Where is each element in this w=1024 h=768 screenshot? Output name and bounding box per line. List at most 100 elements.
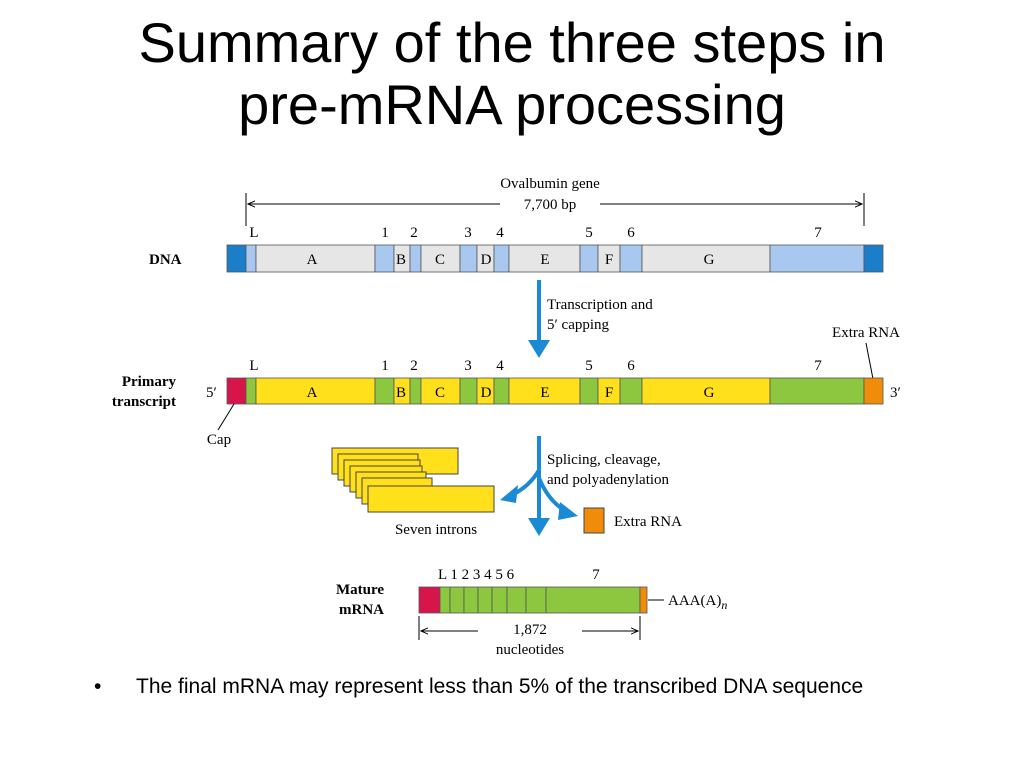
primary-exon-labels: L 1 2 3 4 5 6 7 (249, 358, 822, 374)
bullet-text: The final mRNA may represent less than 5… (136, 675, 864, 698)
dna-intron-C (420, 244, 461, 273)
primary-intron-G (641, 377, 771, 405)
dna-exon-label-5: 5 (585, 225, 593, 241)
dna-exon-label-6: 6 (627, 225, 635, 241)
primary-intron-E (508, 377, 581, 405)
dna-exon-2 (409, 244, 422, 273)
dna-intron-E (508, 244, 581, 273)
step1-label-line1: Transcription and (547, 297, 653, 313)
extra-rna-pointer (865, 342, 874, 380)
extra-rna-removed-block (583, 507, 605, 534)
dna-exon-3 (459, 244, 478, 273)
primary-intron-label-F: F (605, 385, 613, 401)
primary-exon-label-3: 3 (464, 358, 472, 374)
primary-exon-3 (459, 377, 478, 405)
primary-exon-label-L: L (249, 358, 258, 374)
step2-label-line2: and polyadenylation (547, 472, 670, 488)
primary-exon-4 (493, 377, 510, 405)
polya-tail-label: AAA(A)n (668, 593, 727, 612)
primary-exon-label-1: 1 (381, 358, 389, 374)
splicing-arrow-left-head (500, 485, 518, 503)
primary-intron-label-C: C (435, 385, 445, 401)
primary-exon-label-4: 4 (496, 358, 504, 374)
primary-exon-5 (579, 377, 599, 405)
cap-pointer (217, 403, 235, 431)
primary-exon-label-5: 5 (585, 358, 593, 374)
dna-5-end (226, 244, 247, 273)
primary-intron-label-B: B (396, 385, 406, 401)
cap-label: Cap (207, 432, 231, 448)
dna-exon-label-3: 3 (464, 225, 472, 241)
bullet-symbol: • (94, 675, 102, 698)
dna-intron-labels: A B C D E F G (307, 252, 715, 268)
mature-label-line2: mRNA (339, 602, 384, 618)
five-prime-end: 5′ (206, 385, 217, 401)
dna-exon-4 (493, 244, 510, 273)
mature-mrna-bar (418, 586, 648, 614)
dna-intron-label-G: G (704, 252, 715, 268)
mature-exon-L (439, 586, 451, 614)
splicing-arrow-main-head (528, 518, 550, 536)
dna-intron-label-A: A (307, 252, 318, 268)
dna-exon-5 (579, 244, 599, 273)
slide-title: Summary of the three steps in pre-mRNA p… (0, 12, 1024, 136)
dna-label: DNA (149, 252, 182, 268)
dna-3-end (863, 244, 884, 273)
title-line-1: Summary of the three steps in (138, 11, 886, 74)
gene-length: 7,700 bp (524, 197, 577, 213)
mature-exon-label-7: 7 (592, 567, 600, 583)
primary-intron-labels: A B C D E F G (307, 385, 715, 401)
primary-exon-label-2: 2 (410, 358, 418, 374)
mature-exon-5 (506, 586, 527, 614)
dna-exon-label-1: 1 (381, 225, 389, 241)
mature-polya-tail (639, 586, 648, 614)
title-line-2: pre-mRNA processing (238, 73, 786, 136)
dna-exon-label-7: 7 (814, 225, 822, 241)
dna-intron-label-C: C (435, 252, 445, 268)
splicing-arrow-right-head (558, 502, 578, 520)
primary-intron-label-A: A (307, 385, 318, 401)
step1-label-line2: 5′ capping (547, 317, 610, 333)
dna-exon-L (245, 244, 257, 273)
mature-exon-2 (463, 586, 479, 614)
primary-exon-1 (374, 377, 395, 405)
dna-exon-1 (374, 244, 395, 273)
dna-exon-label-L: L (249, 225, 258, 241)
dna-exon-7 (769, 244, 865, 273)
primary-intron-label-E: E (540, 385, 549, 401)
primary-exon-L (245, 377, 257, 405)
mature-exon-7 (545, 586, 641, 614)
polya-subscript: n (721, 598, 727, 612)
dna-exon-6 (619, 244, 643, 273)
dna-intron-label-E: E (540, 252, 549, 268)
extra-rna-removed-label: Extra RNA (614, 514, 682, 530)
dna-bar (226, 244, 884, 273)
dna-intron-G (641, 244, 771, 273)
mature-exon-4 (491, 586, 508, 614)
primary-exon-6 (619, 377, 643, 405)
polya-tail: AAA(A) (668, 593, 721, 609)
gene-name: Ovalbumin gene (500, 176, 600, 192)
three-prime-end: 3′ (890, 385, 901, 401)
primary-extra-rna (863, 377, 884, 405)
primary-exon-2 (409, 377, 422, 405)
mature-exon-1 (449, 586, 465, 614)
intron-piece (367, 485, 495, 513)
primary-intron-label-D: D (481, 385, 492, 401)
primary-exon-7 (769, 377, 865, 405)
primary-exon-label-7: 7 (814, 358, 822, 374)
primary-transcript-bar (226, 377, 884, 405)
primary-intron-A (255, 377, 376, 405)
mature-length: 1,872 (513, 622, 547, 638)
dna-intron-label-D: D (481, 252, 492, 268)
primary-label-line2: transcript (112, 394, 176, 410)
step2-label-line1: Splicing, cleavage, (547, 452, 661, 468)
primary-exon-label-6: 6 (627, 358, 635, 374)
seven-introns-stack (331, 447, 495, 513)
transcription-arrow-head (528, 340, 550, 358)
primary-label-line1: Primary (122, 374, 177, 390)
extra-rna-label: Extra RNA (832, 325, 900, 341)
dna-intron-label-B: B (396, 252, 406, 268)
mature-exon-6 (525, 586, 547, 614)
